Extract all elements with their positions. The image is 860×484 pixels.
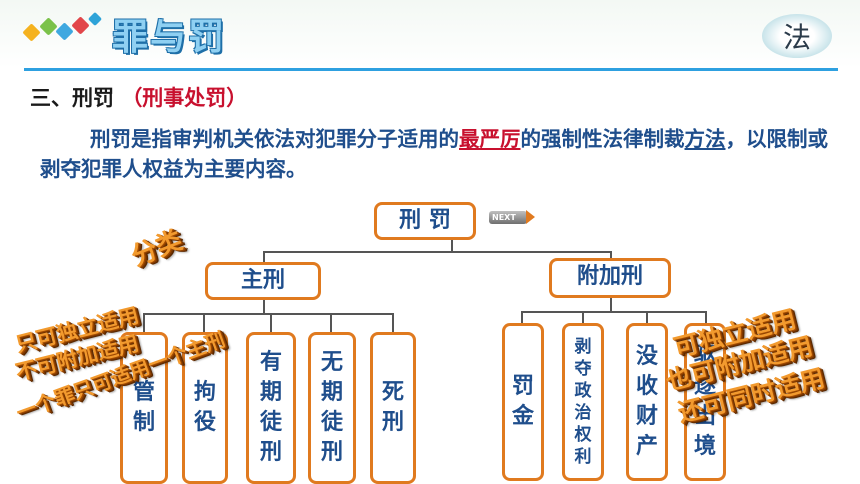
para-part3: 方法 bbox=[684, 127, 726, 151]
connector-line bbox=[263, 251, 265, 262]
connector-line bbox=[646, 311, 648, 323]
definition-paragraph: 刑罚是指审判机关依法对犯罪分子适用的最严厉的强制性法律制裁方法，以限制或剥夺犯罪… bbox=[40, 124, 840, 184]
node-principal-penalty: 主刑 bbox=[205, 262, 321, 300]
connector-line bbox=[330, 313, 332, 333]
wordart-classify: 分类 bbox=[127, 225, 187, 273]
leaf-public-surveillance: 管制 bbox=[120, 332, 168, 484]
node-additional-penalty: 附加刑 bbox=[549, 258, 671, 298]
leaf-fixed-term-imprisonment: 有期徒刑 bbox=[246, 332, 296, 484]
para-part1: 刑罚是指审判机关依法对犯罪分子适用的 bbox=[90, 127, 459, 151]
leaf-deportation: 驱逐出境 bbox=[684, 323, 726, 481]
para-highlight: 最严厉 bbox=[459, 127, 521, 151]
heading-text: 三、刑罚 bbox=[30, 86, 114, 110]
leaf-life-imprisonment: 无期徒刑 bbox=[308, 332, 356, 484]
connector-line bbox=[143, 313, 394, 315]
next-button[interactable]: NEXT bbox=[489, 210, 535, 224]
connector-line bbox=[705, 311, 707, 323]
connector-line bbox=[610, 298, 612, 312]
connector-line bbox=[392, 313, 394, 333]
logo-char: 法 bbox=[782, 21, 811, 54]
connector-line bbox=[143, 313, 145, 333]
title-underline bbox=[24, 68, 838, 71]
connector-line bbox=[521, 311, 707, 313]
connector-line bbox=[203, 313, 205, 333]
leaf-criminal-detention: 拘役 bbox=[182, 332, 228, 484]
leaf-deprivation-political-rights: 剥夺政治权利 bbox=[562, 323, 604, 481]
leaf-fine: 罚金 bbox=[502, 323, 544, 481]
para-part4: ，以限制或剥夺犯罪人权益为主要内容。 bbox=[40, 127, 828, 181]
leaf-death-penalty: 死刑 bbox=[370, 332, 416, 484]
root-node-penalty: 刑 罚 bbox=[374, 202, 476, 240]
connector-line bbox=[451, 238, 453, 252]
heading-paren: （刑事处罚） bbox=[121, 86, 248, 110]
connector-line bbox=[582, 311, 584, 323]
connector-line bbox=[263, 251, 612, 253]
connector-line bbox=[263, 298, 265, 314]
header-bar bbox=[0, 0, 860, 68]
leaf-confiscation-property: 没收财产 bbox=[626, 323, 668, 481]
connector-line bbox=[521, 311, 523, 323]
section-heading: 三、刑罚 （刑事处罚） bbox=[30, 82, 247, 112]
law-logo-icon: 法 bbox=[762, 14, 832, 58]
slide-title: 罪与罚 bbox=[112, 17, 227, 58]
para-part2: 的强制性法律制裁 bbox=[520, 127, 685, 151]
connector-line bbox=[270, 313, 272, 333]
connector-line bbox=[610, 251, 612, 260]
